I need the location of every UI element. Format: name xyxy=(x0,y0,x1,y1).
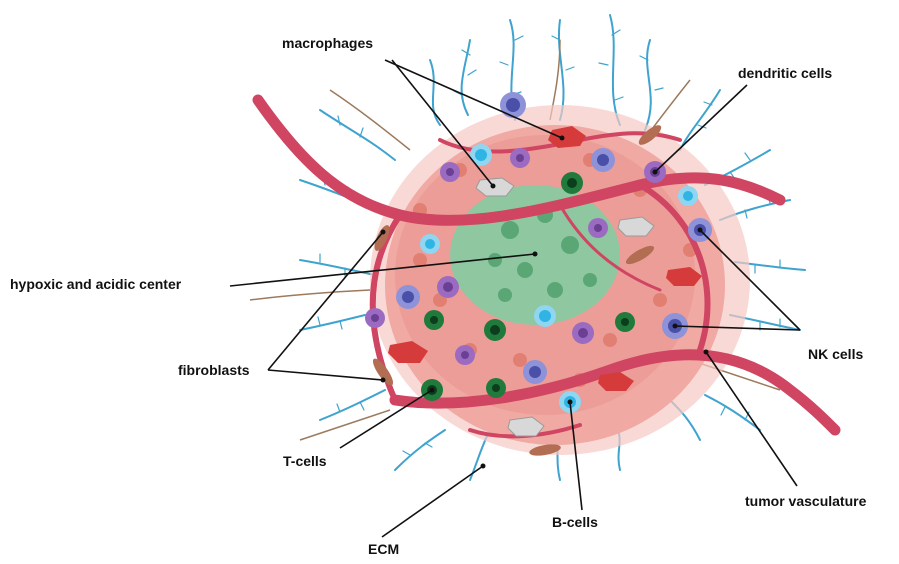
leader-fibroblast-2 xyxy=(268,370,383,380)
label-b-cells: B-cells xyxy=(552,514,598,530)
leader-tcells xyxy=(340,390,432,448)
label-tumor-vasculature: tumor vasculature xyxy=(745,493,866,509)
leader-fibroblast-1 xyxy=(268,232,383,370)
label-macrophages: macrophages xyxy=(282,35,373,51)
label-nk-cells: NK cells xyxy=(808,346,863,362)
label-fibroblasts: fibroblasts xyxy=(178,362,250,378)
label-ecm: ECM xyxy=(368,541,399,557)
label-dendritic-cells: dendritic cells xyxy=(738,65,832,81)
label-hypoxic-center: hypoxic and acidic center xyxy=(10,276,181,292)
leader-ecm xyxy=(382,466,483,537)
leader-dendritic xyxy=(655,85,747,172)
label-t-cells: T-cells xyxy=(283,453,327,469)
